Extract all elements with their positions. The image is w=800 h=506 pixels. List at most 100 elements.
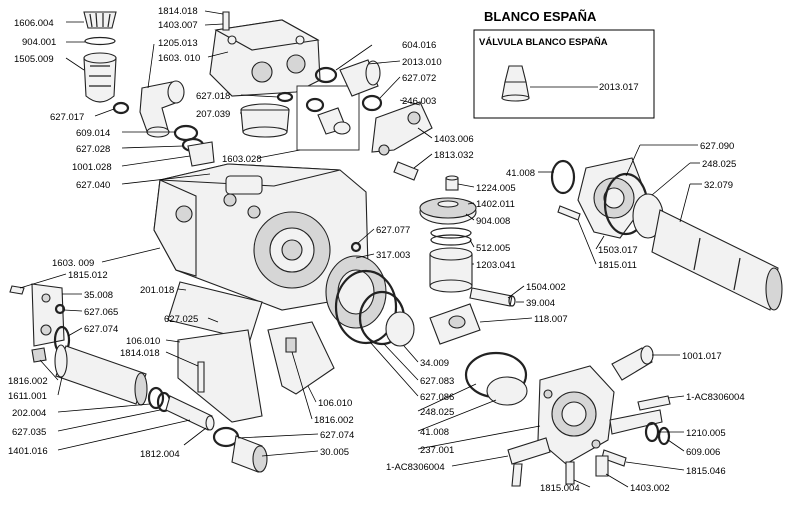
bolt-1815-011 [557, 205, 581, 221]
pump-body [153, 163, 369, 311]
label-627-086: 627.086 [420, 392, 454, 403]
part-labels: 1606.004 904.001 1505.009 627.017 1814.0… [8, 6, 745, 494]
bracket-246-003 [371, 101, 433, 156]
fitting-1001-028 [187, 141, 215, 167]
label-1815-011: 1815.011 [598, 260, 637, 271]
label-1816-002-right: 1816.002 [314, 415, 354, 426]
label-246-003: 246.003 [402, 96, 436, 107]
label-1401-016: 1401.016 [8, 446, 48, 457]
washer-512-005 [430, 227, 472, 239]
washer-512-005b [430, 234, 472, 246]
label-627-017: 627.017 [50, 112, 84, 123]
oring-1210-005 [644, 421, 660, 443]
oring-202-004 [147, 386, 165, 410]
head-cover [209, 19, 321, 97]
label-248-025-bottom: 248.025 [420, 407, 454, 418]
oring-627-018 [276, 91, 294, 103]
label-627-083: 627.083 [420, 376, 454, 387]
label-904-008: 904.008 [476, 216, 510, 227]
label-1603-028: 1603.028 [222, 154, 262, 165]
label-609-014: 609.014 [76, 128, 110, 139]
cap-1402-011 [419, 197, 477, 225]
pin-1816-002a [31, 347, 47, 363]
label-317-003: 317.003 [376, 250, 410, 261]
oring-604-016 [314, 66, 338, 84]
label-32-079: 32.079 [704, 180, 733, 191]
diagram-title: BLANCO ESPAÑA [484, 9, 597, 24]
label-1210-005: 1210.005 [686, 428, 726, 439]
label-1606-004: 1606.004 [14, 18, 54, 29]
label-248-025-top: 248.025 [702, 159, 736, 170]
label-1815-004: 1815.004 [540, 483, 580, 494]
label-1603-009: 1603. 009 [52, 258, 94, 269]
label-604-016: 604.016 [402, 40, 436, 51]
label-1813-032: 1813.032 [434, 150, 474, 161]
label-1815-046: 1815.046 [686, 466, 726, 477]
label-1814-018-top: 1814.018 [158, 6, 198, 17]
label-627-025: 627.025 [164, 314, 198, 325]
label-627-090: 627.090 [700, 141, 734, 152]
tap-1-AC8306004b [507, 437, 551, 487]
label-1205-013: 1205.013 [158, 38, 198, 49]
plunger-1401-016 [165, 395, 215, 431]
label-106-010-left: 106.010 [126, 336, 160, 347]
bolt-1814-018 [222, 11, 230, 31]
flange-41-008 [550, 159, 576, 195]
oring-609-014 [173, 124, 199, 142]
label-2013-010: 2013.010 [402, 57, 442, 68]
label-34-009: 34.009 [420, 358, 449, 369]
connecting-rod-118-007 [429, 303, 481, 345]
washer-34-009 [385, 311, 415, 347]
parts-illustration [9, 11, 783, 487]
bolt-1813-032 [393, 161, 419, 181]
label-1403-006: 1403.006 [434, 134, 474, 145]
fitting-1001-017 [611, 345, 654, 381]
valve-sleeve [240, 103, 290, 138]
label-201-018: 201.018 [140, 285, 174, 296]
label-512-005: 512.005 [476, 243, 510, 254]
valve-inset-box: VÁLVULA BLANCO ESPAÑA 2013.017 [473, 29, 655, 119]
pin-1504-002 [469, 287, 513, 307]
plug-1403-002 [595, 455, 609, 477]
label-1815-012: 1815.012 [68, 270, 108, 281]
inset-title: VÁLVULA BLANCO ESPAÑA [479, 37, 608, 48]
shaft-32-079 [651, 209, 783, 311]
label-627-074-left: 627.074 [84, 324, 118, 335]
label-627-077: 627.077 [376, 225, 410, 236]
label-904-001: 904.001 [22, 37, 56, 48]
label-627-018: 627.018 [196, 91, 230, 102]
piston-1203-041 [429, 247, 473, 293]
label-1001-028: 1001.028 [72, 162, 112, 173]
label-627-072: 627.072 [402, 73, 436, 84]
label-202-004: 202.004 [12, 408, 46, 419]
oil-cap [83, 11, 117, 29]
manifold-237-001 [537, 365, 615, 465]
cover-106-010 [177, 321, 335, 423]
label-30-005: 30.005 [320, 447, 349, 458]
oring-627-065 [54, 303, 66, 315]
bolt-1815-004 [565, 461, 575, 485]
label-1403-002: 1403.002 [630, 483, 670, 494]
label-627-074-bottom: 627.074 [320, 430, 354, 441]
label-1203-041: 1203.041 [476, 260, 516, 271]
label-41-008-bottom: 41.008 [420, 427, 449, 438]
clip-39-004 [508, 295, 516, 307]
label-1504-002: 1504.002 [526, 282, 566, 293]
valve-assembly-2013-010 [339, 59, 381, 97]
label-1403-007: 1403.007 [158, 20, 198, 31]
label-1603-010: 1603. 010 [158, 53, 200, 64]
bolt-1814-018b [197, 361, 205, 393]
label-35-008: 35.008 [84, 290, 113, 301]
flange-41-008b [486, 376, 528, 406]
leader-lines [19, 10, 702, 488]
label-1-AC8306004-right: 1-AC8306004 [686, 392, 745, 403]
label-627-028: 627.028 [76, 144, 110, 155]
inset-part-label: 2013.017 [599, 82, 639, 93]
oring-627-072 [361, 94, 383, 112]
cylinder-1611-001 [54, 344, 148, 406]
label-627-065: 627.065 [84, 307, 118, 318]
label-1503-017: 1503.017 [598, 245, 638, 256]
label-237-001: 237.001 [420, 445, 454, 456]
label-1402-011: 1402.011 [476, 199, 515, 210]
